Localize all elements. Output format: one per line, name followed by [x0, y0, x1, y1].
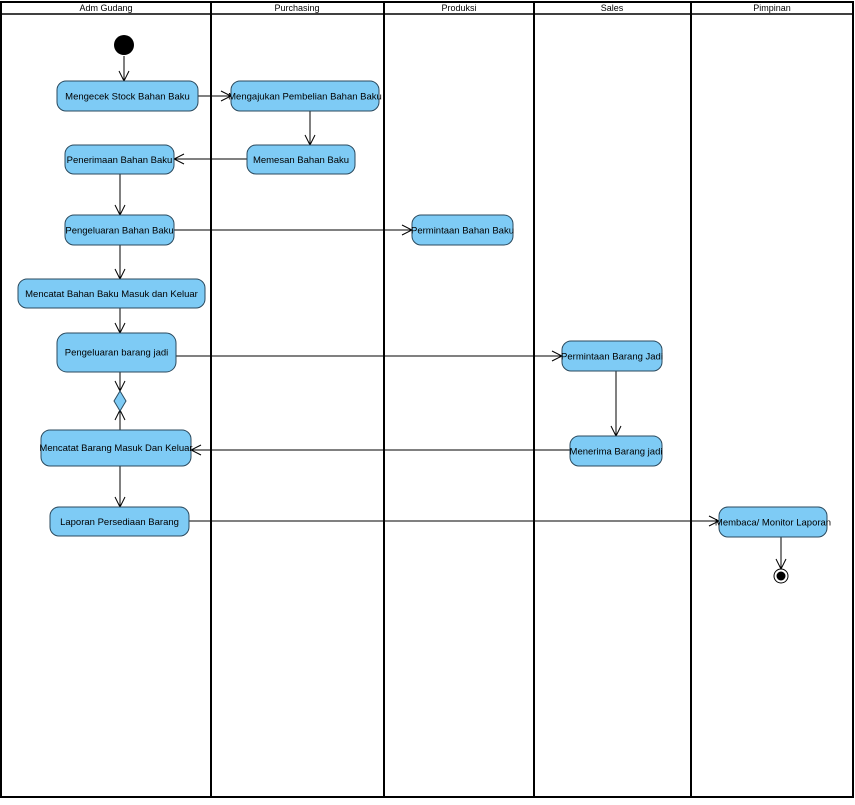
control-flows — [120, 56, 781, 569]
activity-mengecek-stock[interactable]: Mengecek Stock Bahan Baku — [56, 80, 199, 112]
activity-box — [411, 214, 514, 246]
activity-label: Penerimaan Bahan Baku — [67, 155, 173, 166]
activity-mengajukan-pembelian[interactable]: Mengajukan Pembelian Bahan Baku — [228, 80, 382, 112]
final-node[interactable] — [773, 568, 789, 584]
activity-box — [56, 80, 199, 112]
activity-label: Pengeluaran Bahan Baku — [65, 226, 173, 237]
activity-laporan-persediaan[interactable]: Laporan Persediaan Barang — [49, 506, 190, 537]
activity-mencatat-barang-masuk-keluar[interactable]: Mencatat Barang Masuk Dan Keluar — [39, 429, 193, 467]
activity-label: Permintaan Bahan Baku — [411, 226, 514, 237]
activity-box — [718, 506, 828, 538]
activity-menerima-barang-jadi[interactable]: Menerima Barang jadi — [569, 435, 663, 467]
activity-memesan-bahan-baku[interactable]: Memesan Bahan Baku — [246, 144, 356, 175]
lane-header-produksi: Produksi — [441, 3, 476, 13]
activity-label: Mengecek Stock Bahan Baku — [65, 92, 190, 103]
activity-penerimaan-bahan-baku[interactable]: Penerimaan Bahan Baku — [64, 144, 175, 175]
lane-header-purchasing: Purchasing — [274, 3, 319, 13]
activity-box — [56, 332, 177, 373]
activity-box — [49, 506, 190, 537]
activity-label: Laporan Persediaan Barang — [60, 517, 179, 528]
lane-header-sales: Sales — [601, 3, 624, 13]
activity-box — [64, 214, 175, 246]
decision-node[interactable] — [113, 390, 127, 412]
activity-permintaan-barang-jadi[interactable]: Permintaan Barang Jadi — [561, 340, 663, 372]
activity-label: Menerima Barang jadi — [570, 447, 663, 458]
activity-label: Pengeluaran barang jadi — [65, 348, 169, 359]
final-node-core — [776, 571, 786, 581]
activity-label: Mencatat Barang Masuk Dan Keluar — [39, 443, 192, 454]
lane-header-pimpinan: Pimpinan — [753, 3, 791, 13]
activity-membaca-monitor-laporan[interactable]: Membaca/ Monitor Laporan — [715, 506, 831, 538]
activity-pengeluaran-barang-jadi[interactable]: Pengeluaran barang jadi — [56, 332, 177, 373]
activity-label: Mencatat Bahan Baku Masuk dan Keluar — [25, 289, 198, 300]
activity-label: Memesan Bahan Baku — [253, 155, 349, 166]
activity-pengeluaran-bahan-baku[interactable]: Pengeluaran Bahan Baku — [64, 214, 175, 246]
activity-box — [64, 144, 175, 175]
activity-box — [230, 80, 380, 112]
activity-box — [40, 429, 192, 467]
activity-box — [561, 340, 663, 372]
activity-label: Permintaan Barang Jadi — [561, 352, 663, 363]
activities: Mengecek Stock Bahan Baku Mengajukan Pem… — [17, 80, 831, 538]
lane-header-adm-gudang: Adm Gudang — [79, 3, 132, 13]
activity-box — [569, 435, 663, 467]
activity-label: Mengajukan Pembelian Bahan Baku — [228, 92, 382, 103]
activity-permintaan-bahan-baku[interactable]: Permintaan Bahan Baku — [411, 214, 514, 246]
activity-mencatat-bahan-baku[interactable]: Mencatat Bahan Baku Masuk dan Keluar — [17, 278, 206, 309]
activity-box — [17, 278, 206, 309]
lane-headers: Adm Gudang Purchasing Produksi Sales Pim… — [79, 3, 790, 13]
activity-label: Membaca/ Monitor Laporan — [715, 518, 831, 529]
activity-box — [246, 144, 356, 175]
initial-node[interactable] — [114, 35, 134, 55]
